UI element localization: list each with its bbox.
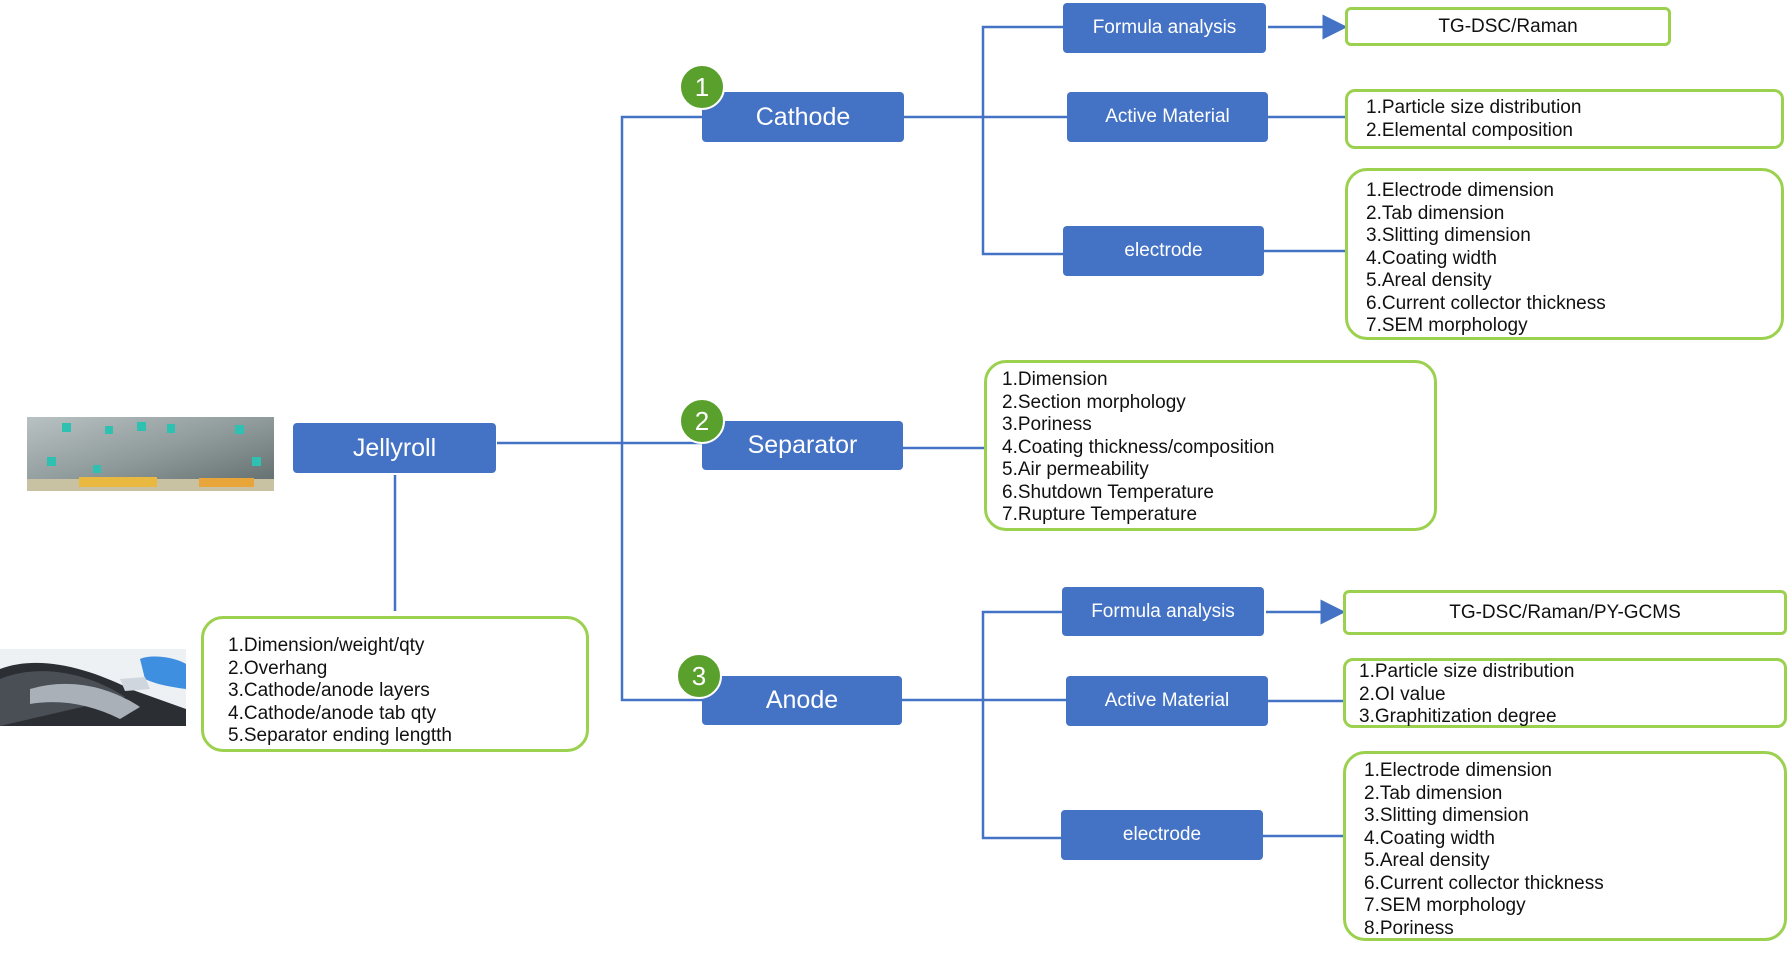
list-item: 1.Particle size distribution <box>1359 661 1575 682</box>
list-item: 4.Coating width <box>1366 247 1497 269</box>
list-item: 5.Air permeability <box>1002 459 1149 480</box>
anode-electrode-list: 1.Electrode dimension 2.Tab dimension 3.… <box>1364 760 1784 940</box>
list-item: 7.SEM morphology <box>1366 315 1528 336</box>
jellyroll-photo <box>27 417 274 491</box>
jellyroll-label: Jellyroll <box>352 433 437 462</box>
cathode-label: Cathode <box>755 102 851 131</box>
list-item: 8.Poriness <box>1364 917 1454 939</box>
cathode-electrode-list: 1.Electrode dimension 2.Tab dimension 3.… <box>1366 180 1781 338</box>
cathode-active-box: 1.Particle size distribution 2.Elemental… <box>1345 89 1784 149</box>
cathode-active-node[interactable]: Active Material <box>1067 92 1268 142</box>
list-item: 5.Separator ending lengtth <box>228 725 452 746</box>
jellyroll-details-list: 1.Dimension/weight/qty 2.Overhang 3.Cath… <box>228 635 586 748</box>
list-item: 2.Overhang <box>228 657 328 679</box>
cathode-electrode-label: electrode <box>1124 240 1203 261</box>
list-item: 4.Coating thickness/composition <box>1002 436 1275 458</box>
list-item: 6.Current collector thickness <box>1366 292 1606 314</box>
separator-details-box: 1.Dimension 2.Section morphology 3.Porin… <box>984 360 1437 531</box>
anode-electrode-box: 1.Electrode dimension 2.Tab dimension 3.… <box>1343 751 1787 941</box>
list-item: 1.Dimension/weight/qty <box>228 635 425 656</box>
list-item: 1.Dimension <box>1002 369 1108 390</box>
separator-details-list: 1.Dimension 2.Section morphology 3.Porin… <box>1002 369 1434 527</box>
list-item: 3.Cathode/anode layers <box>228 680 430 701</box>
list-item: 2.Tab dimension <box>1364 782 1503 804</box>
list-item: 5.Areal density <box>1366 270 1492 291</box>
anode-formula-node[interactable]: Formula analysis <box>1062 587 1264 636</box>
cathode-formula-result: TG-DSC/Raman <box>1345 7 1671 46</box>
anode-label: Anode <box>765 686 839 714</box>
list-item: 3.Poriness <box>1002 414 1092 435</box>
jellyroll-node[interactable]: Jellyroll <box>293 423 496 473</box>
list-item: 2.OI value <box>1359 683 1446 705</box>
list-item: 2.Tab dimension <box>1366 202 1505 224</box>
separator-label: Separator <box>747 431 858 459</box>
separator-number-badge: 2 <box>679 398 725 444</box>
list-item: 1.Electrode dimension <box>1364 760 1552 781</box>
jellyroll-details-box: 1.Dimension/weight/qty 2.Overhang 3.Cath… <box>201 616 589 752</box>
cathode-number-badge: 1 <box>679 64 725 110</box>
badge-text: 1 <box>694 71 710 102</box>
result-text: TG-DSC/Raman <box>1438 15 1578 37</box>
list-item: 2.Elemental composition <box>1366 119 1573 141</box>
anode-formula-result: TG-DSC/Raman/PY-GCMS <box>1343 590 1787 635</box>
electrode-sheet-photo <box>0 649 186 726</box>
list-item: 4.Cathode/anode tab qty <box>228 702 437 724</box>
anode-active-list: 1.Particle size distribution 2.OI value … <box>1359 661 1784 729</box>
list-item: 7.SEM morphology <box>1364 895 1526 916</box>
anode-formula-label: Formula analysis <box>1091 600 1235 622</box>
list-item: 6.Shutdown Temperature <box>1002 481 1214 503</box>
anode-active-box: 1.Particle size distribution 2.OI value … <box>1343 658 1787 728</box>
list-item: 2.Section morphology <box>1002 391 1186 413</box>
list-item: 3.Slitting dimension <box>1366 225 1531 246</box>
anode-number-badge: 3 <box>676 653 722 699</box>
list-item: 3.Slitting dimension <box>1364 805 1529 826</box>
cathode-formula-node[interactable]: Formula analysis <box>1063 3 1266 53</box>
cathode-active-label: Active Material <box>1105 106 1230 127</box>
list-item: 1.Particle size distribution <box>1366 97 1582 118</box>
anode-electrode-node[interactable]: electrode <box>1061 810 1263 860</box>
list-item: 4.Coating width <box>1364 827 1495 849</box>
result-text: TG-DSC/Raman/PY-GCMS <box>1449 601 1681 623</box>
cathode-electrode-box: 1.Electrode dimension 2.Tab dimension 3.… <box>1345 168 1784 340</box>
list-item: 3.Graphitization degree <box>1359 706 1557 727</box>
list-item: 7.Rupture Temperature <box>1002 504 1198 525</box>
badge-text: 2 <box>694 405 710 436</box>
list-item: 5.Areal density <box>1364 850 1490 871</box>
list-item: 6.Current collector thickness <box>1364 872 1604 894</box>
separator-node[interactable]: Separator <box>702 421 903 470</box>
cathode-electrode-node[interactable]: electrode <box>1063 226 1264 276</box>
anode-electrode-label: electrode <box>1122 824 1202 845</box>
badge-text: 3 <box>691 660 707 691</box>
cathode-node[interactable]: Cathode <box>702 92 904 142</box>
cathode-formula-label: Formula analysis <box>1092 17 1237 38</box>
anode-active-label: Active Material <box>1104 690 1230 711</box>
anode-active-node[interactable]: Active Material <box>1066 676 1268 726</box>
anode-node[interactable]: Anode <box>702 676 902 725</box>
list-item: 1.Electrode dimension <box>1366 180 1554 201</box>
cathode-active-list: 1.Particle size distribution 2.Elemental… <box>1366 97 1781 142</box>
